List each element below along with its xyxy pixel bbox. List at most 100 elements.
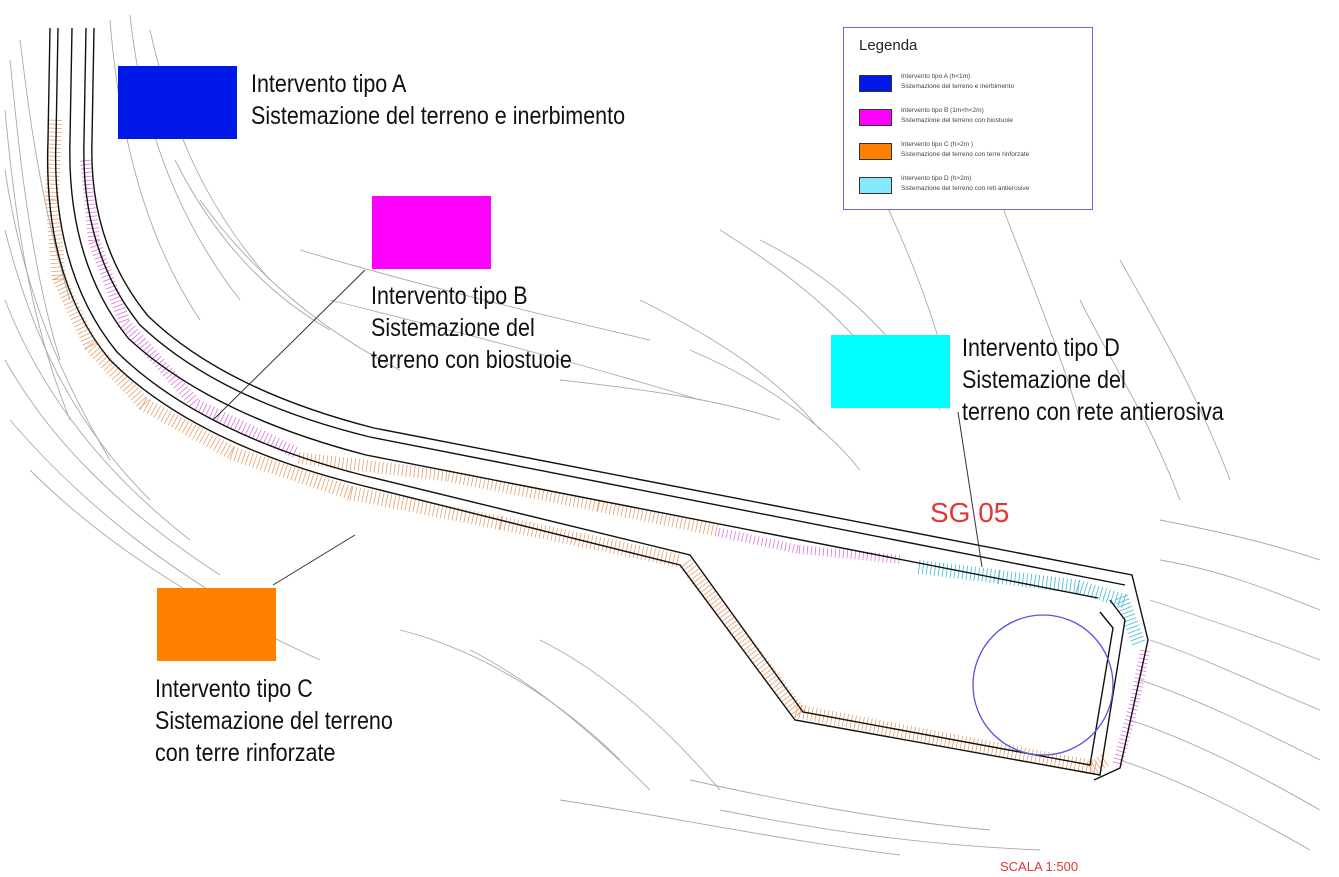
hatch-tick [425, 467, 428, 480]
hatch-tick [127, 387, 139, 398]
contour-line [109, 19, 201, 321]
hatch-tick [298, 451, 301, 464]
hatch-tick [886, 553, 888, 563]
hatch-tick [1119, 738, 1130, 742]
hatch-tick [189, 397, 199, 407]
hatch-tick [313, 474, 319, 488]
hatch-tick [486, 513, 491, 528]
hatch-tick [111, 369, 123, 380]
hatch-tick [244, 451, 250, 466]
hatch-tick [713, 603, 726, 613]
hatch-tick [608, 502, 613, 515]
hatch-tick [928, 729, 932, 744]
legend-a-line1: Intervento tipo A (h<1m) [901, 73, 971, 80]
hatch-tick [740, 638, 753, 648]
hatch-tick [788, 542, 791, 552]
legend-b-line1: Intervento tipo B (1m<h<2m) [901, 107, 984, 114]
hatch-tick [291, 446, 298, 458]
hatch-tick [794, 704, 799, 719]
hatch-tick [572, 495, 576, 507]
hatch-tick [165, 370, 176, 380]
hatch-tick [202, 432, 211, 446]
hatch-tick [998, 742, 1003, 757]
hatch-tick [550, 526, 555, 541]
hatch-tick [310, 453, 313, 466]
hatch-tick [357, 459, 360, 472]
hatch-tick [252, 427, 259, 439]
road-edge-line [91, 27, 1149, 781]
hatch-tick [1057, 577, 1060, 592]
hatch-tick [47, 226, 62, 229]
hatch-tick [616, 503, 620, 516]
contour-line [1119, 259, 1231, 481]
hatch-tick [1009, 571, 1013, 586]
hatch-tick [1117, 602, 1131, 608]
hatch-tick [521, 484, 525, 497]
hatch-tick [818, 546, 821, 556]
hatch-tick [72, 317, 86, 324]
hatch-tick [1127, 628, 1141, 634]
hatch-tick [47, 139, 62, 141]
leader-line-b [212, 269, 366, 421]
callout-b-desc-2: terreno con biostuoie [371, 346, 572, 374]
hatch-tick [320, 476, 326, 491]
contour-line [1129, 719, 1321, 811]
hatch-tick [947, 733, 952, 748]
hatch-tick [92, 250, 105, 256]
hatch-tick [388, 494, 393, 508]
hatch-tick [987, 740, 991, 755]
hatch-tick [141, 343, 152, 353]
slope-hatching [44, 119, 1150, 776]
hatch-tick [46, 151, 61, 153]
hatch-tick [131, 331, 141, 341]
hatch-tick [478, 476, 482, 489]
contour-line [639, 299, 821, 431]
hatch-tick [689, 571, 702, 582]
contour-line [1079, 299, 1181, 501]
hatch-tick [47, 222, 62, 225]
hatch-tick [667, 514, 671, 527]
hatch-tick [347, 485, 353, 500]
hatch-tick [256, 455, 262, 469]
hatch-tick [1022, 747, 1026, 762]
hatch-tick [343, 484, 349, 499]
legend-c-line2: Sistemazione del terreno con terre rinfo… [901, 151, 1030, 158]
hatch-tick [349, 486, 354, 501]
hatch-tick [130, 390, 142, 401]
hatch-tick [752, 535, 756, 545]
hatch-tick [743, 641, 755, 651]
legend-swatch-b [859, 109, 892, 126]
hatch-tick [1026, 748, 1030, 763]
hatch-tick [749, 534, 752, 544]
contour-line [1159, 559, 1321, 611]
hatch-tick [1077, 757, 1081, 772]
hatch-tick [271, 460, 277, 475]
hatch-tick [924, 728, 928, 743]
hatch-tick [1120, 609, 1134, 616]
hatch-tick [97, 262, 109, 268]
hatch-tick [1130, 635, 1144, 642]
hatch-tick [1065, 578, 1068, 593]
hatch-tick [47, 127, 62, 129]
hatch-tick [510, 482, 514, 495]
hatch-tick [541, 488, 545, 501]
hatch-tick [971, 737, 975, 752]
hatch-tick [546, 526, 551, 540]
hatch-tick [149, 352, 160, 362]
hatch-tick [781, 692, 794, 702]
hatch-tick [735, 632, 748, 642]
contour-line [4, 359, 221, 576]
hatch-tick [133, 334, 144, 344]
hatch-tick [133, 393, 145, 404]
hatch-tick [408, 497, 412, 512]
hatch-tick [421, 466, 424, 479]
hatch-tick [441, 469, 444, 482]
hatch-tick [1123, 617, 1137, 623]
hatch-tick [890, 554, 892, 564]
hatch-tick [324, 478, 330, 492]
hatch-tick [534, 523, 539, 538]
hatch-tick [499, 516, 504, 531]
hatch-tick [90, 243, 102, 249]
hatch-tick [660, 550, 664, 564]
hatch-tick [597, 536, 602, 551]
